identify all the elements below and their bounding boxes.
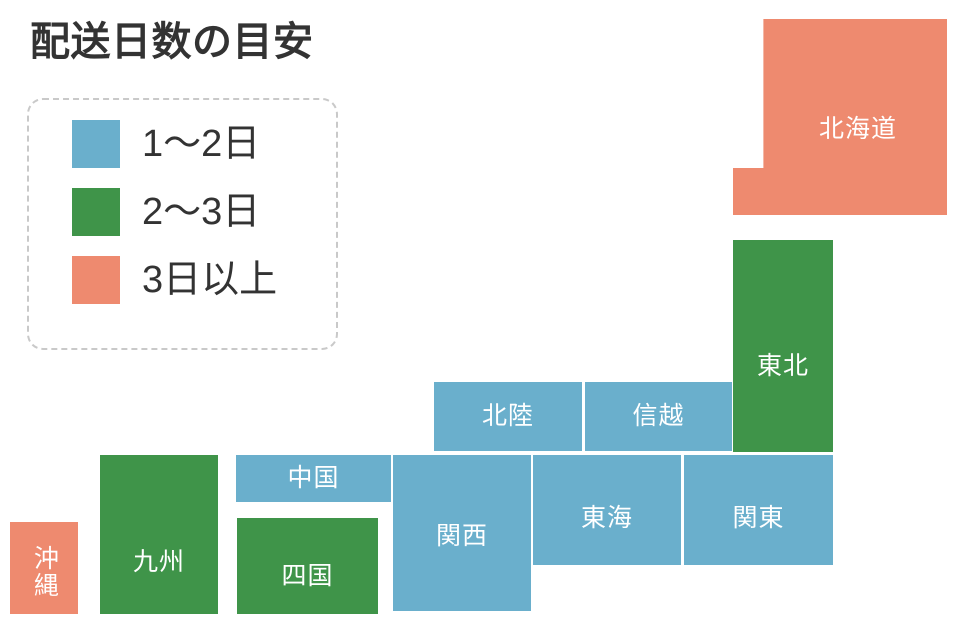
- legend-box: 1〜2日 2〜3日 3日以上: [27, 98, 338, 350]
- legend-item-2-3days: 2〜3日: [72, 188, 277, 236]
- map-region-label-hokuriku: 北陸: [481, 402, 534, 431]
- map-region-tohoku[interactable]: 東北: [733, 240, 833, 452]
- map-region-shinetsu[interactable]: 信越: [585, 382, 732, 451]
- map-region-hokkaido[interactable]: 北海道: [733, 19, 947, 215]
- map-region-okinawa[interactable]: 沖縄: [10, 522, 78, 614]
- legend-item-1-2days: 1〜2日: [72, 120, 277, 168]
- map-region-label-tokai: 東海: [580, 503, 633, 532]
- map-region-label-kansai: 関西: [435, 521, 488, 550]
- map-region-hokuriku[interactable]: 北陸: [434, 382, 582, 451]
- map-region-tokai[interactable]: 東海: [533, 455, 681, 565]
- map-region-label-okinawa: 沖縄: [30, 545, 59, 599]
- map-region-kansai[interactable]: 関西: [393, 455, 531, 611]
- legend-label-2-3days: 2〜3日: [142, 191, 261, 233]
- map-region-chugoku[interactable]: 中国: [236, 455, 391, 502]
- legend-swatch-blue: [72, 120, 120, 168]
- map-region-label-chugoku: 中国: [287, 464, 340, 493]
- page-title: 配送日数の目安: [30, 20, 314, 64]
- map-region-label-tohoku: 東北: [756, 351, 809, 380]
- map-region-label-hokkaido: 北海道: [818, 114, 897, 143]
- legend-list: 1〜2日 2〜3日 3日以上: [72, 120, 277, 304]
- map-region-label-shinetsu: 信越: [632, 402, 685, 431]
- legend-item-3plus-days: 3日以上: [72, 256, 277, 304]
- map-region-label-kanto: 関東: [732, 503, 785, 532]
- map-region-shikoku[interactable]: 四国: [237, 518, 378, 614]
- map-region-label-kyushu: 九州: [132, 548, 185, 577]
- legend-label-3plus-days: 3日以上: [142, 259, 278, 301]
- legend-swatch-green: [72, 188, 120, 236]
- map-region-label-shikoku: 四国: [281, 561, 334, 590]
- map-region-kyushu[interactable]: 九州: [100, 455, 218, 614]
- legend-swatch-salmon: [72, 256, 120, 304]
- map-region-kanto[interactable]: 関東: [684, 455, 833, 565]
- legend-label-1-2days: 1〜2日: [142, 123, 261, 165]
